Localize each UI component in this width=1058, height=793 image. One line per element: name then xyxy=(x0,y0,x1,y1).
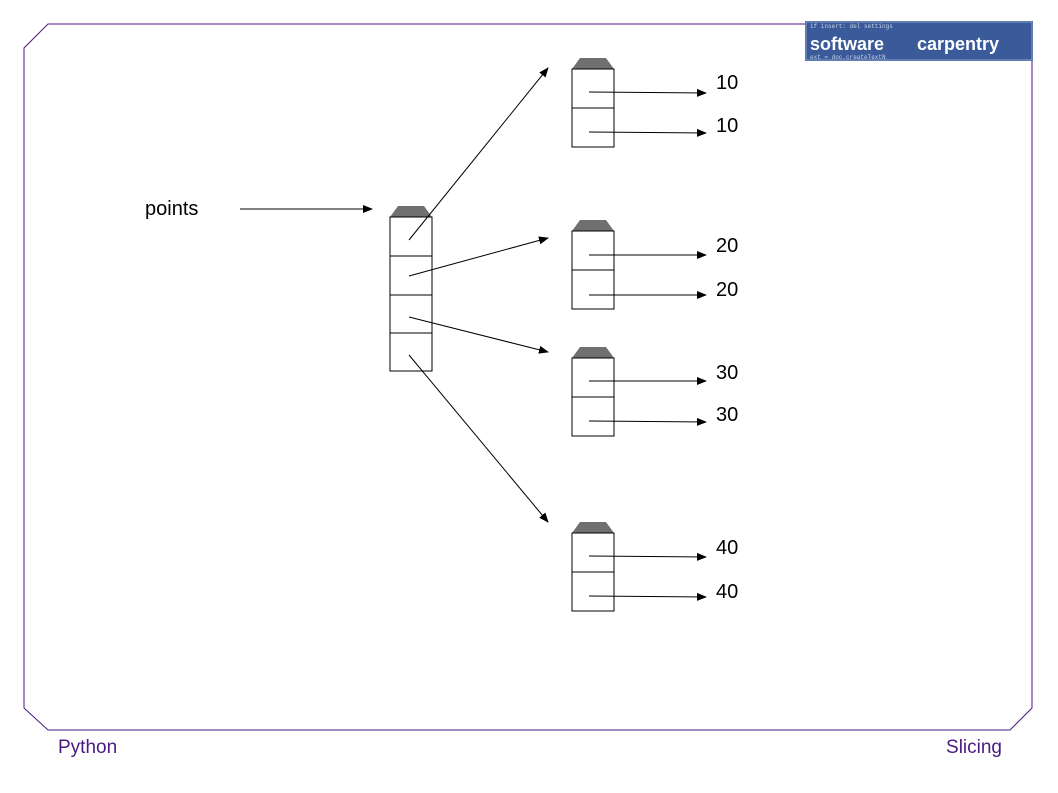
slide-frame xyxy=(23,23,1033,731)
outer-list-box xyxy=(389,216,433,372)
inner-list-cap xyxy=(572,220,614,231)
footer-course-title: Python xyxy=(58,737,118,758)
outer-list xyxy=(389,206,433,372)
value-label: 20 xyxy=(716,279,739,301)
inner-list-3 xyxy=(571,347,707,437)
outer-to-inner-arrow-1 xyxy=(408,67,549,241)
element-arrow xyxy=(588,88,707,97)
element-arrow xyxy=(588,128,707,137)
svg-text:if insert: del settings: if insert: del settings xyxy=(810,23,893,30)
element-arrow xyxy=(588,552,707,561)
outer-list-cap xyxy=(390,206,432,217)
value-label: 10 xyxy=(716,115,739,137)
svg-text:carpentry: carpentry xyxy=(917,34,999,54)
outer-to-inner-arrow-3 xyxy=(408,316,549,354)
value-label: 30 xyxy=(716,404,739,426)
element-arrow xyxy=(588,417,707,426)
inner-list-1 xyxy=(571,58,707,148)
value-label: 40 xyxy=(716,581,739,603)
inner-list-cap xyxy=(572,347,614,358)
value-label: 10 xyxy=(716,72,739,94)
software-carpentry-logo: if insert: del settings ext = doc.create… xyxy=(805,21,1033,61)
outer-to-inner-arrow-4 xyxy=(408,354,549,523)
element-arrow xyxy=(588,592,707,601)
footer-topic-title: Slicing xyxy=(946,737,1002,758)
inner-list-4 xyxy=(571,522,707,612)
svg-text:software: software xyxy=(810,34,884,54)
inner-list-2 xyxy=(571,220,707,310)
value-label: 30 xyxy=(716,362,739,384)
outer-to-inner-arrow-2 xyxy=(408,236,549,277)
variable-name-label: points xyxy=(145,198,199,220)
inner-list-cap xyxy=(572,58,614,69)
svg-text:ext = doc.createTextN: ext = doc.createTextN xyxy=(810,54,886,61)
value-label: 20 xyxy=(716,235,739,257)
value-label: 40 xyxy=(716,537,739,559)
inner-list-cap xyxy=(572,522,614,533)
